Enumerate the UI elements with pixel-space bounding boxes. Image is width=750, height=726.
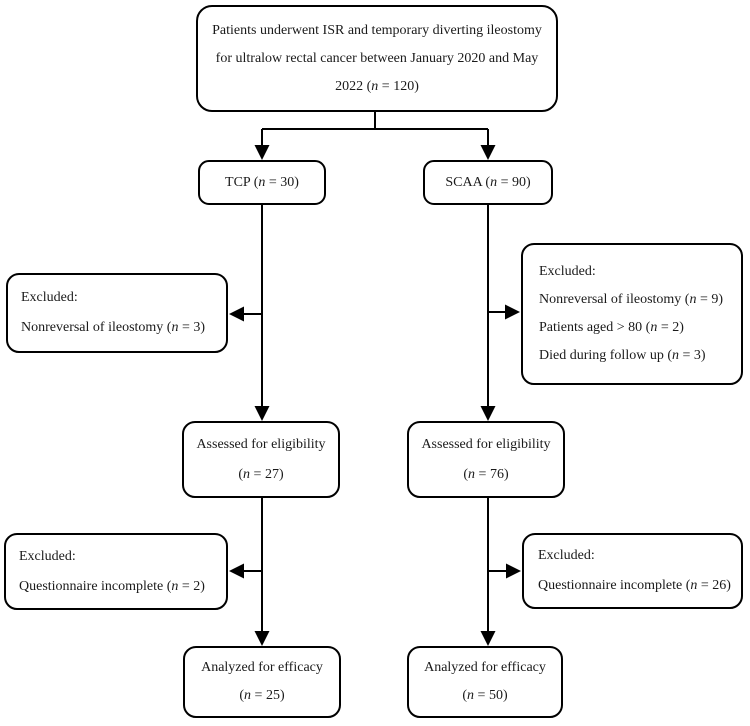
box-line: Assessed for eligibility — [421, 436, 551, 452]
box-line: Questionnaire incomplete (n = 26) — [538, 578, 731, 593]
scaa-assessed-box: Assessed for eligibility (n = 76) — [407, 421, 565, 498]
scaa-analyzed-box: Analyzed for efficacy (n = 50) — [407, 646, 563, 718]
tcp-assessed-box: Assessed for eligibility (n = 27) — [182, 421, 340, 498]
box-line: for ultralow rectal cancer between Janua… — [215, 50, 539, 66]
box-line: Died during follow up (n = 3) — [539, 348, 706, 363]
box-line: Analyzed for efficacy — [424, 660, 546, 675]
enrollment-box: Patients underwent ISR and temporary div… — [196, 5, 558, 112]
scaa-arm-box: SCAA (n = 90) — [423, 160, 553, 205]
box-line: Nonreversal of ileostomy (n = 9) — [539, 292, 724, 307]
tcp-arm-box: TCP (n = 30) — [198, 160, 326, 205]
box-line: Assessed for eligibility — [196, 436, 326, 452]
box-line: (n = 76) — [463, 466, 509, 482]
box-line: Excluded: — [539, 264, 596, 279]
scaa-questionnaire-excluded-box: Excluded: Questionnaire incomplete (n = … — [522, 533, 743, 609]
box-line: SCAA (n = 90) — [445, 174, 531, 190]
box-line: Nonreversal of ileostomy (n = 3) — [21, 320, 206, 335]
box-line: Patients underwent ISR and temporary div… — [212, 22, 542, 38]
box-line: TCP (n = 30) — [225, 174, 299, 190]
box-line: 2022 (n = 120) — [335, 78, 419, 94]
box-line: (n = 27) — [238, 466, 284, 482]
box-line: Patients aged > 80 (n = 2) — [539, 320, 684, 335]
tcp-questionnaire-excluded-box: Excluded: Questionnaire incomplete (n = … — [4, 533, 228, 610]
connector-enrollment-split — [262, 112, 488, 130]
box-line: (n = 25) — [239, 688, 285, 703]
scaa-excluded-box: Excluded: Nonreversal of ileostomy (n = … — [521, 243, 743, 385]
box-line: Excluded: — [538, 548, 595, 563]
tcp-excluded-box: Excluded: Nonreversal of ileostomy (n = … — [6, 273, 228, 353]
box-line: Excluded: — [21, 290, 78, 305]
box-line: Questionnaire incomplete (n = 2) — [19, 578, 205, 594]
box-line: Analyzed for efficacy — [201, 660, 323, 675]
tcp-analyzed-box: Analyzed for efficacy (n = 25) — [183, 646, 341, 718]
box-line: (n = 50) — [462, 688, 508, 703]
box-line: Excluded: — [19, 548, 76, 564]
